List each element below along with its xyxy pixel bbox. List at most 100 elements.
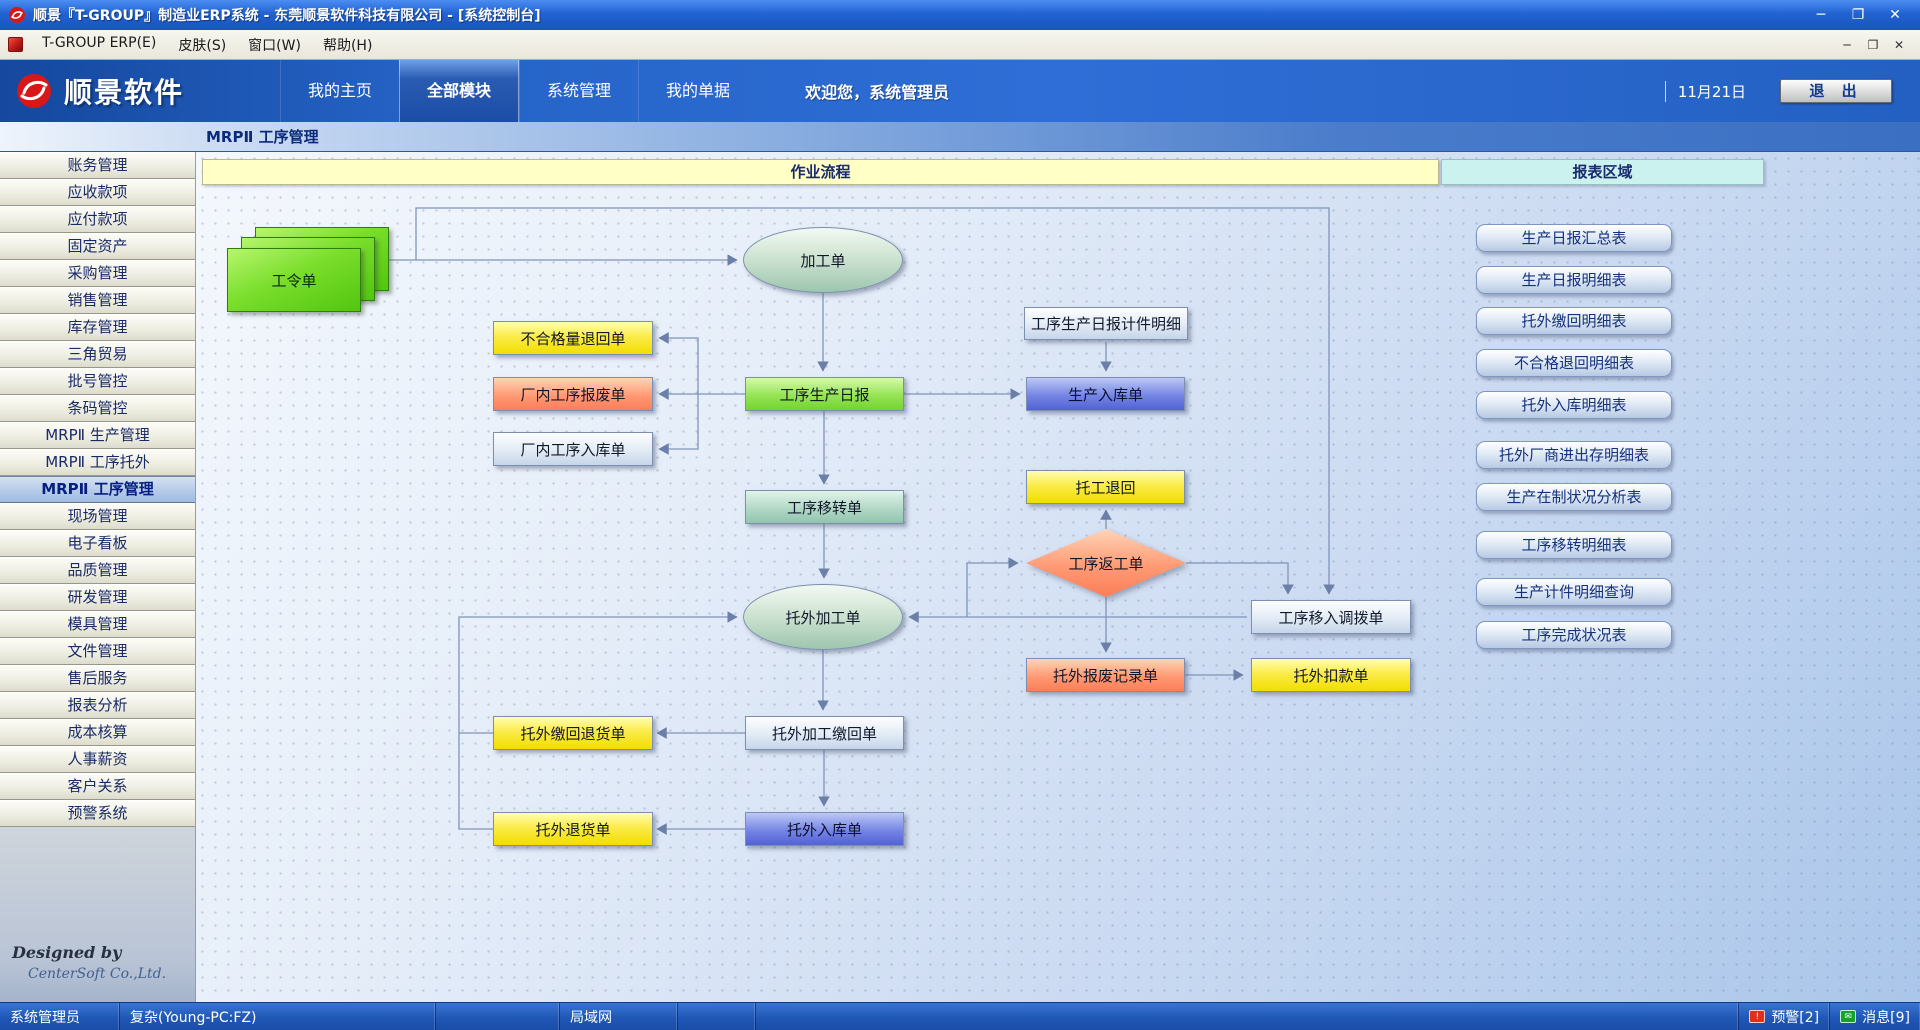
report-button-1[interactable]: 生产日报明细表	[1476, 266, 1672, 294]
sidebar-item-13[interactable]: 现场管理	[0, 503, 195, 530]
status-machine: 复杂(Young-PC:FZ)	[120, 1003, 436, 1030]
mdi-close-icon[interactable]: ✕	[1893, 37, 1905, 52]
exit-button[interactable]: 退 出	[1780, 79, 1892, 103]
sidebar-footer: Designed by CenterSoft Co.,Ltd.	[0, 935, 195, 1002]
tab-3[interactable]: 我的单据	[638, 60, 757, 122]
report-button-8[interactable]: 生产计件明细查询	[1476, 578, 1672, 606]
sidebar-item-22[interactable]: 人事薪资	[0, 746, 195, 773]
report-button-0[interactable]: 生产日报汇总表	[1476, 224, 1672, 252]
tab-0[interactable]: 我的主页	[280, 60, 399, 122]
close-icon[interactable]: ✕	[1889, 7, 1901, 23]
status-user: 系统管理员	[0, 1003, 120, 1030]
sidebar-item-0[interactable]: 账务管理	[0, 152, 195, 179]
sidebar-item-16[interactable]: 研发管理	[0, 584, 195, 611]
flow-node-gongling[interactable]: 工令单	[227, 227, 394, 312]
flow-node-yiru_diaobo[interactable]: 工序移入调拨单	[1251, 600, 1411, 634]
sidebar-item-3[interactable]: 固定资产	[0, 233, 195, 260]
tab-2[interactable]: 系统管理	[519, 60, 638, 122]
mdi-minimize-icon[interactable]: ─	[1843, 37, 1851, 52]
flow-node-tuogong_tuihui[interactable]: 托工退回	[1026, 470, 1185, 504]
sidebar-item-8[interactable]: 批号管控	[0, 368, 195, 395]
report-button-9[interactable]: 工序完成状况表	[1476, 621, 1672, 649]
sidebar-item-6[interactable]: 库存管理	[0, 314, 195, 341]
sidebar-item-18[interactable]: 文件管理	[0, 638, 195, 665]
message-icon: ✉	[1840, 1010, 1857, 1023]
report-button-6[interactable]: 生产在制状况分析表	[1476, 483, 1672, 511]
flow-node-tuowai_tuihuo[interactable]: 托外退货单	[493, 812, 653, 846]
maximize-icon[interactable]: ❐	[1851, 7, 1865, 23]
mdi-child-icon	[8, 37, 23, 52]
menu-item-1[interactable]: 皮肤(S)	[178, 37, 227, 54]
minimize-icon[interactable]: ─	[1816, 7, 1826, 23]
menubar-items: T-GROUP ERP(E) 皮肤(S) 窗口(W) 帮助(H)	[31, 30, 383, 60]
menu-item-2[interactable]: 窗口(W)	[248, 37, 301, 54]
sidebar-item-1[interactable]: 应收款项	[0, 179, 195, 206]
sidebar-item-12[interactable]: MRPⅡ 工序管理	[0, 476, 195, 503]
sidebar-item-15[interactable]: 品质管理	[0, 557, 195, 584]
module-sidebar: 账务管理应收款项应付款项固定资产采购管理销售管理库存管理三角贸易批号管控条码管控…	[0, 152, 196, 1002]
flow-node-jiaohui_tuihuo[interactable]: 托外缴回退货单	[493, 716, 653, 750]
menu-item-3[interactable]: 帮助(H)	[322, 37, 373, 54]
sidebar-item-14[interactable]: 电子看板	[0, 530, 195, 557]
flow-node-tuowai_jiagong[interactable]: 托外加工单	[743, 584, 903, 650]
status-network: 局域网	[560, 1003, 678, 1030]
menu-bar: T-GROUP ERP(E) 皮肤(S) 窗口(W) 帮助(H) ─ ❐ ✕	[0, 30, 1920, 60]
module-title-bar: MRPⅡ 工序管理	[0, 122, 1920, 152]
sidebar-item-5[interactable]: 销售管理	[0, 287, 195, 314]
sidebar-item-17[interactable]: 模具管理	[0, 611, 195, 638]
section-header-workflow: 作业流程	[202, 159, 1439, 185]
report-button-2[interactable]: 托外缴回明细表	[1476, 307, 1672, 335]
status-message[interactable]: ✉ 消息[9]	[1830, 1003, 1920, 1030]
flow-node-tuowai_baofei[interactable]: 托外报废记录单	[1026, 658, 1185, 692]
report-button-5[interactable]: 托外厂商进出存明细表	[1476, 441, 1672, 469]
status-empty-1	[436, 1003, 560, 1030]
nav-tabs: 我的主页全部模块系统管理我的单据	[280, 60, 757, 122]
brand-swirl-icon	[17, 74, 51, 108]
sidebar-item-2[interactable]: 应付款项	[0, 206, 195, 233]
window-title: 顺景『T-GROUP』制造业ERP系统 - 东莞顺景软件科技有限公司 - [系统…	[33, 8, 541, 24]
section-header-reports: 报表区域	[1441, 159, 1764, 185]
brand-logo: 顺景软件	[0, 71, 280, 111]
sidebar-item-24[interactable]: 预警系统	[0, 800, 195, 827]
flow-node-yizhuan[interactable]: 工序移转单	[745, 490, 904, 524]
sidebar-item-10[interactable]: MRPⅡ 生产管理	[0, 422, 195, 449]
menu-item-0[interactable]: T-GROUP ERP(E)	[42, 34, 157, 51]
report-button-3[interactable]: 不合格退回明细表	[1476, 349, 1672, 377]
module-title: MRPⅡ 工序管理	[206, 128, 319, 146]
sidebar-item-19[interactable]: 售后服务	[0, 665, 195, 692]
sidebar-item-9[interactable]: 条码管控	[0, 395, 195, 422]
sidebar-item-4[interactable]: 采购管理	[0, 260, 195, 287]
flow-node-shengchan_ruku[interactable]: 生产入库单	[1026, 377, 1185, 411]
flow-node-fangong[interactable]: 工序返工单	[1026, 529, 1186, 597]
banner-right: 11月21日 退 出	[1664, 79, 1920, 103]
flow-node-buhege[interactable]: 不合格量退回单	[493, 321, 653, 355]
flow-node-changnei_baofei[interactable]: 厂内工序报废单	[493, 377, 653, 411]
report-button-4[interactable]: 托外入库明细表	[1476, 391, 1672, 419]
sidebar-item-7[interactable]: 三角贸易	[0, 341, 195, 368]
header-banner: 顺景软件 我的主页全部模块系统管理我的单据 欢迎您，系统管理员 11月21日 退…	[0, 60, 1920, 122]
mdi-restore-icon[interactable]: ❐	[1867, 37, 1879, 52]
status-alert[interactable]: ! 预警[2]	[1739, 1003, 1831, 1030]
message-count: 消息[9]	[1862, 1009, 1910, 1026]
work-order-card-2: 工令单	[227, 248, 361, 312]
report-button-7[interactable]: 工序移转明细表	[1476, 531, 1672, 559]
status-bar: 系统管理员 复杂(Young-PC:FZ) 局域网 ! 预警[2] ✉ 消息[9…	[0, 1002, 1920, 1030]
sidebar-item-11[interactable]: MRPⅡ 工序托外	[0, 449, 195, 476]
brand-name: 顺景软件	[64, 76, 185, 109]
flow-node-changnei_ruku[interactable]: 厂内工序入库单	[493, 432, 653, 466]
sidebar-item-23[interactable]: 客户关系	[0, 773, 195, 800]
flow-node-tuowai_ruku[interactable]: 托外入库单	[745, 812, 904, 846]
flow-node-diamond-shape: 工序返工单	[1026, 529, 1186, 597]
alert-icon: !	[1749, 1010, 1766, 1023]
flow-node-jiagong_jiaohui[interactable]: 托外加工缴回单	[745, 716, 904, 750]
flow-node-ribao[interactable]: 工序生产日报	[745, 377, 904, 411]
flow-node-jiagong[interactable]: 加工单	[743, 227, 903, 293]
designed-by-text: Designed by	[12, 943, 122, 962]
tab-1[interactable]: 全部模块	[399, 60, 520, 122]
welcome-text: 欢迎您，系统管理员	[805, 83, 950, 102]
sidebar-item-21[interactable]: 成本核算	[0, 719, 195, 746]
flow-node-jijian[interactable]: 工序生产日报计件明细	[1024, 307, 1188, 340]
flow-node-tuowai_koukuan[interactable]: 托外扣款单	[1251, 658, 1411, 692]
sidebar-item-20[interactable]: 报表分析	[0, 692, 195, 719]
